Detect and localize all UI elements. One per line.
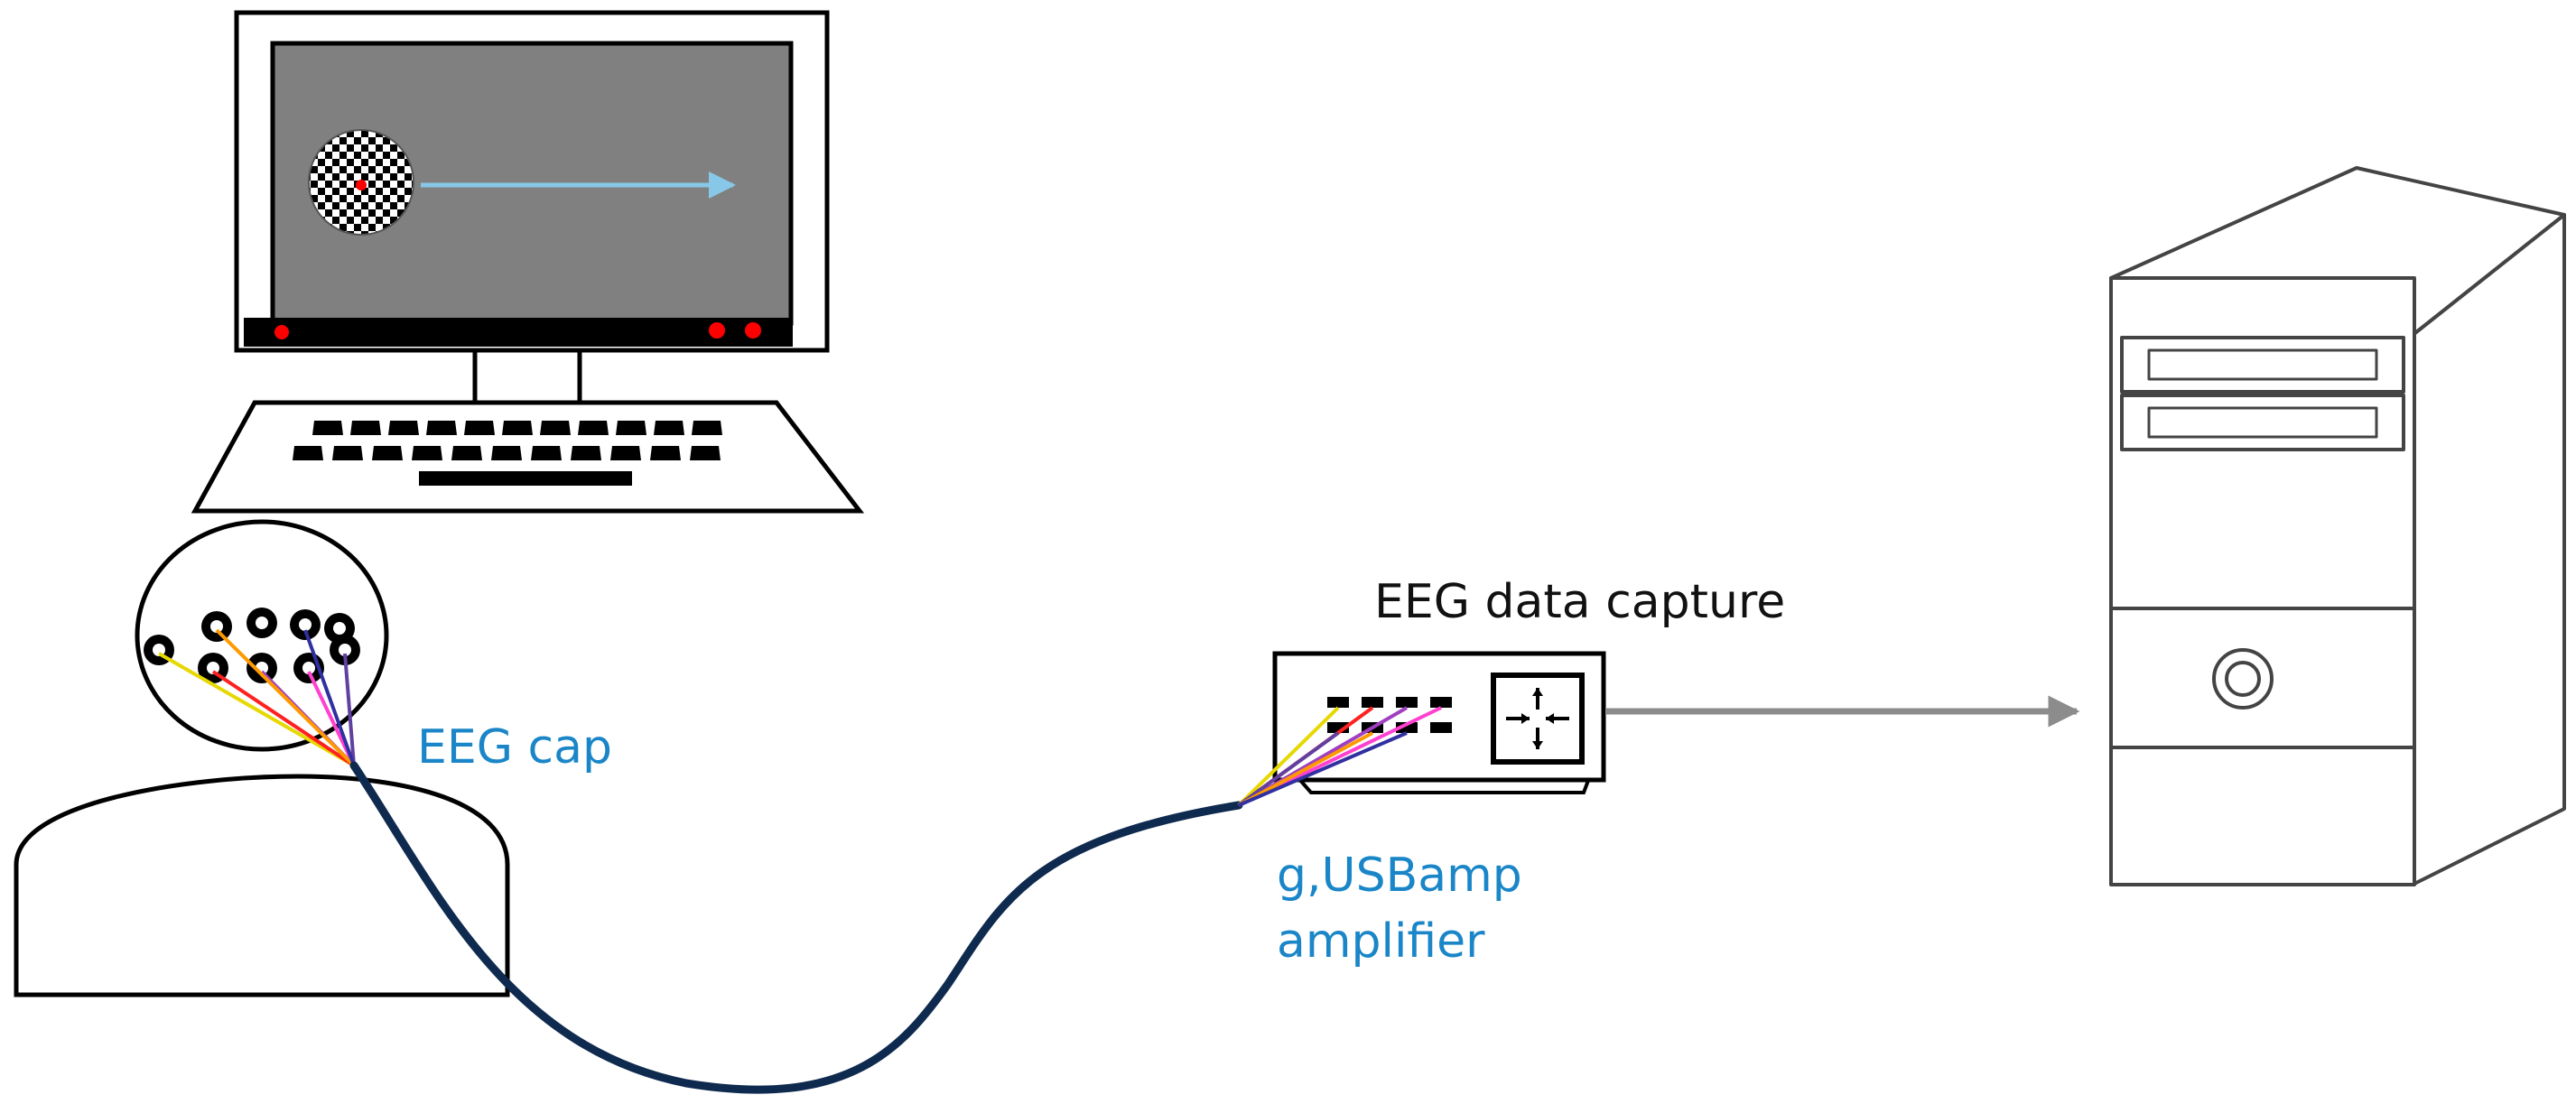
keyboard-key [578,421,609,435]
keyboard-key [372,446,403,460]
electrode-wire [303,629,356,766]
keyboard-key [502,421,533,435]
keyboard-key [531,446,562,460]
amplifier-wire [1238,731,1408,807]
electrode-wire [343,653,356,766]
eeg-cap-label: EEG cap [417,720,612,775]
keyboard-key [293,446,323,460]
keyboard-key [426,421,457,435]
electrode-icon [246,653,277,683]
amplifier-wire [1237,731,1340,807]
electrode-icon [290,609,321,640]
electrode-wire [211,670,356,767]
network-switch-icon [1491,673,1585,765]
keyboard-key [650,446,681,460]
amplifier-wire [1237,706,1340,807]
eeg-cable [349,761,1243,1094]
amplifier-port-icon [1430,697,1452,708]
keyboard-key [616,421,646,435]
checkerboard-stimulus-icon [308,129,414,236]
keyboard-key [451,446,482,460]
amplifier-port-icon [1327,697,1349,708]
indicator-light [745,322,761,339]
amplifier-port-icon [1362,697,1383,708]
indicator-light [274,325,289,339]
keyboard-key [571,446,601,460]
data-capture-label: EEG data capture [1374,575,1786,629]
eeg-cap-icon [144,608,360,767]
electrode-wire [215,628,356,767]
keyboard-key [412,446,442,460]
indicator-light [709,322,725,339]
keyboard-key [350,421,381,435]
keyboard-icon [191,400,865,514]
keyboard-key [464,421,495,435]
keyboard-key [312,421,343,435]
keyboard-key [491,446,522,460]
monitor-icon [234,10,830,405]
amplifier-icon [1237,651,1606,807]
keyboard-key [388,421,419,435]
keyboard-key [610,446,641,460]
electrode-icon [201,611,232,642]
electrode-icon [330,635,360,665]
amplifier-wire [1238,731,1373,807]
electrode-icon [246,608,277,638]
amplifier-label-line1: g,USBamp [1277,849,1522,903]
keyboard-key [654,421,684,435]
computer-tower-icon [2109,166,2566,886]
electrode-wire [158,652,355,767]
keyboard-key [690,446,721,460]
amplifier-port-icon [1396,697,1418,708]
amplifier-label-line2: amplifier [1277,914,1485,969]
amplifier-port-icon [1430,722,1452,733]
keyboard-key [692,421,722,435]
keyboard-key [540,421,571,435]
keyboard-key [332,446,363,460]
